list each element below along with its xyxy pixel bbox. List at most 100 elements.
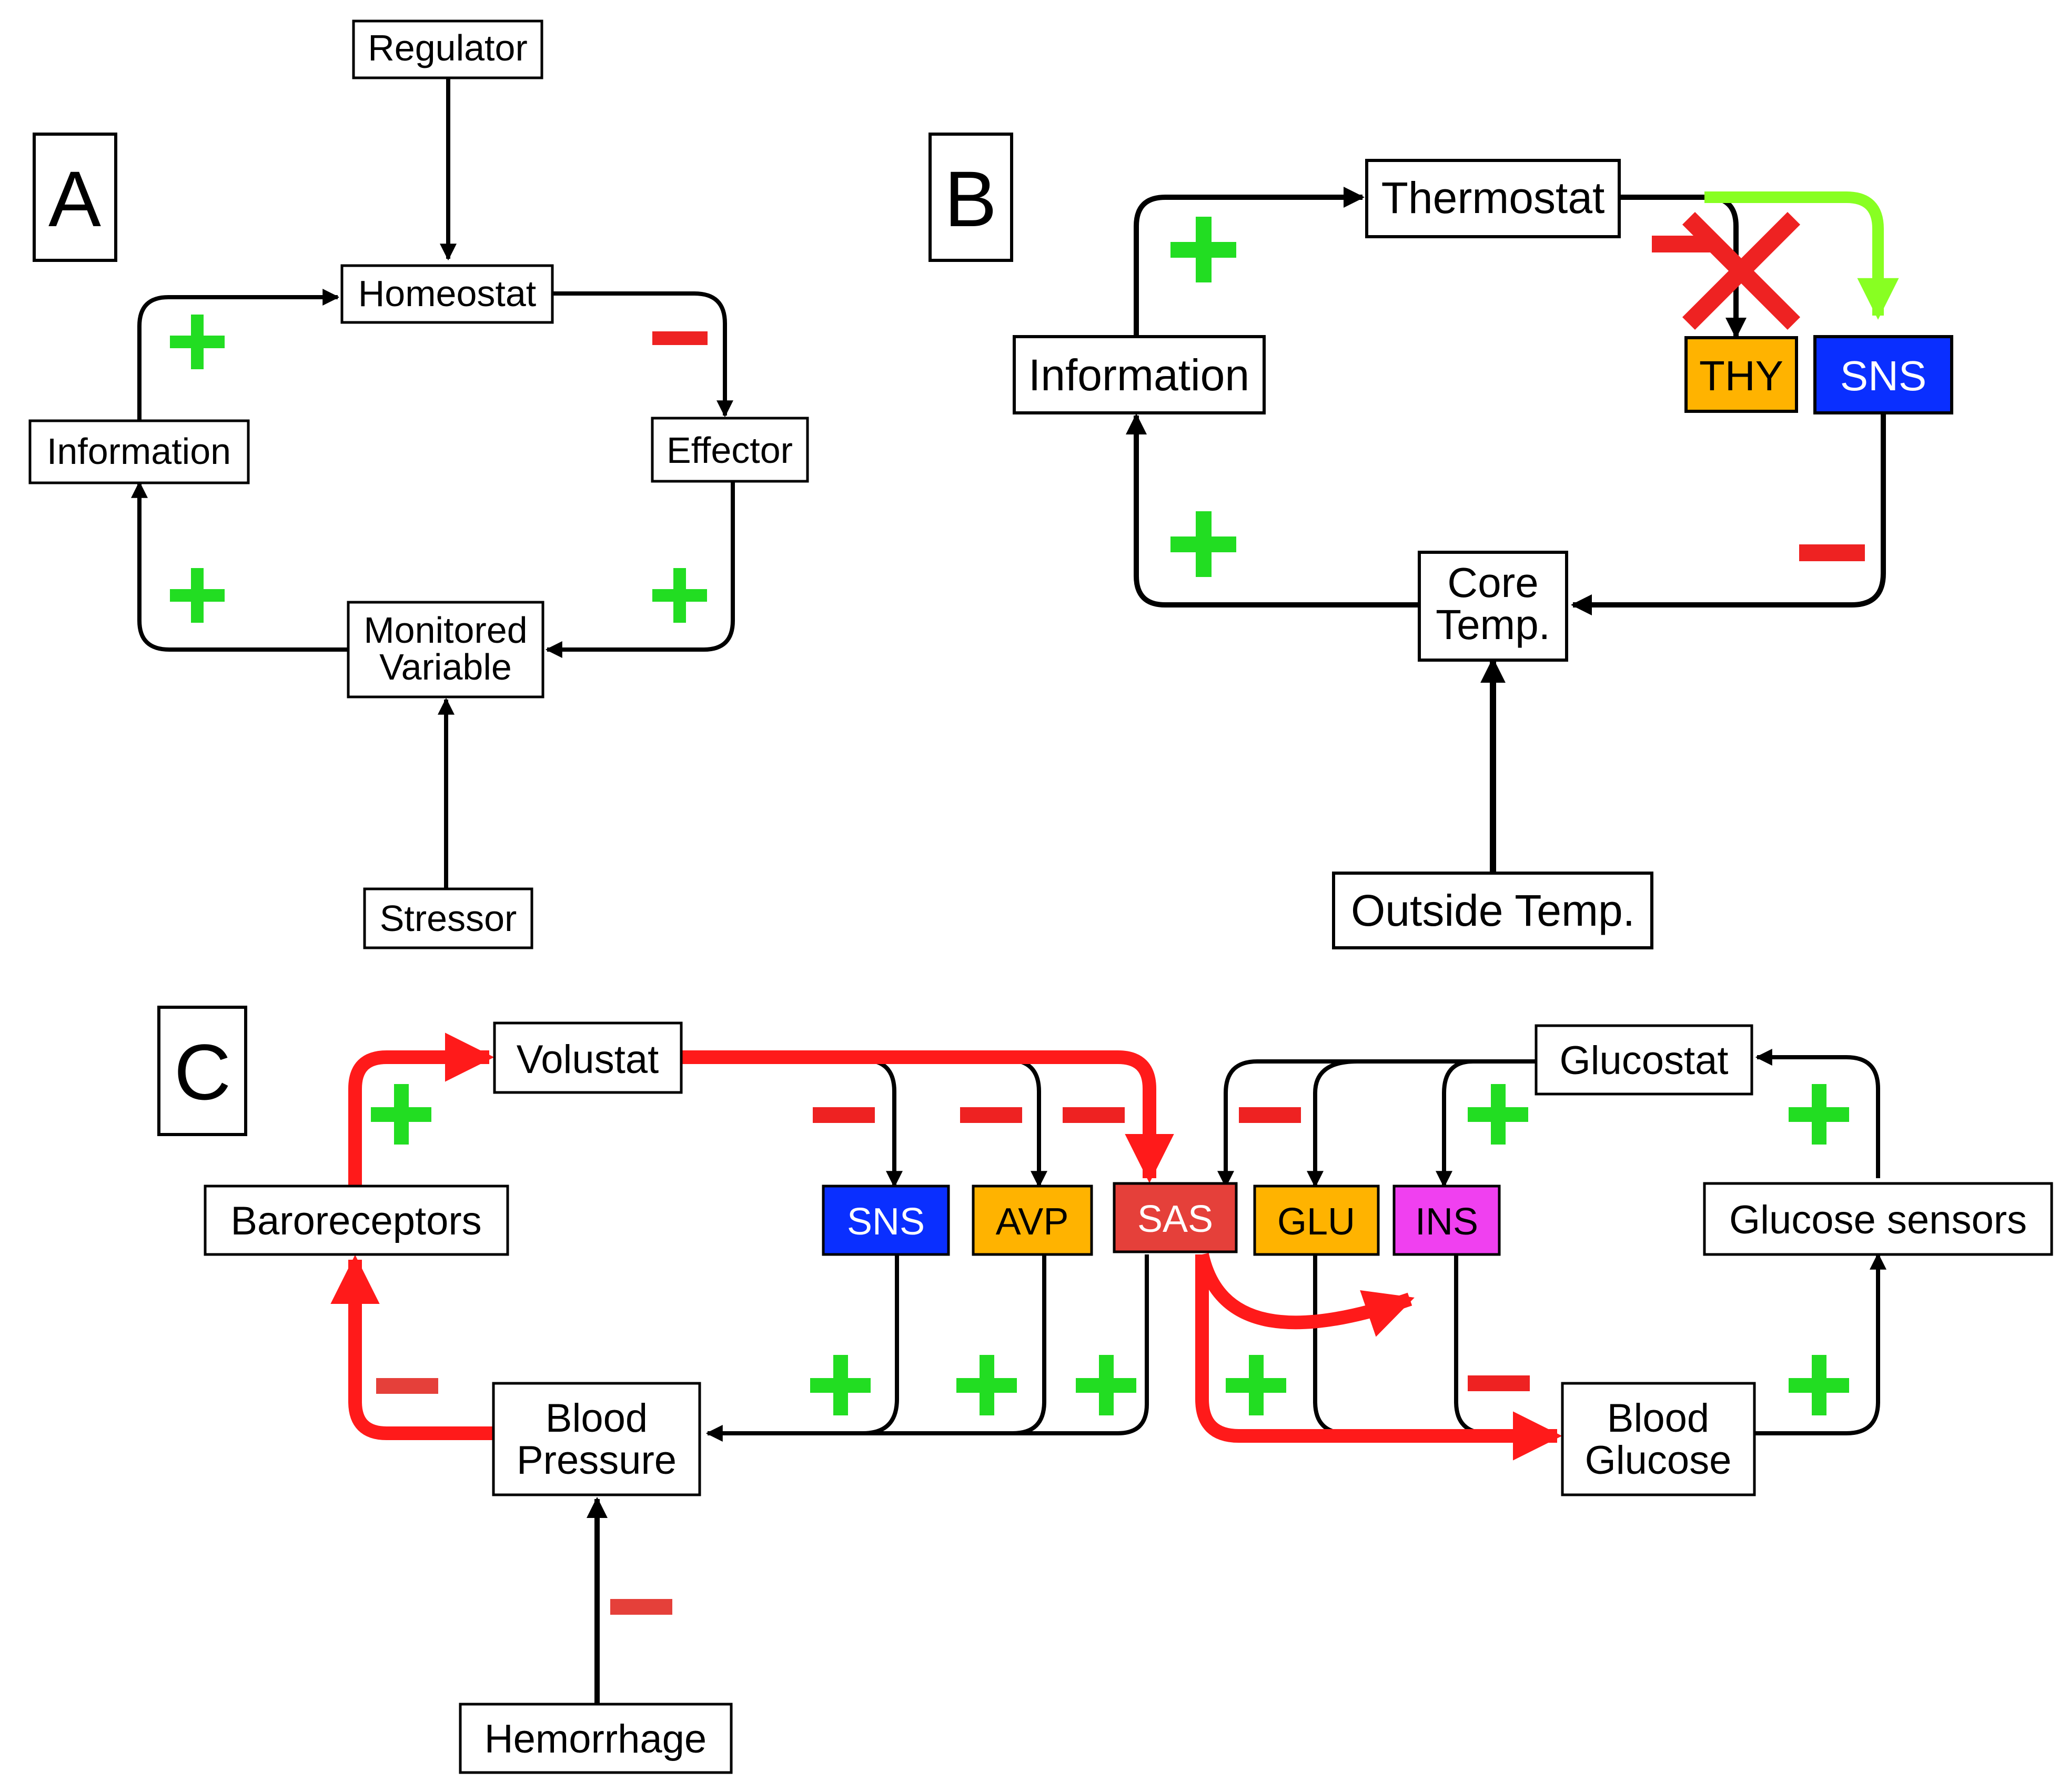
arrow-monitored-information [131,481,348,652]
positive-sign [1170,217,1236,282]
regulator-label: Regulator [368,27,528,68]
monitored-variable-node [347,601,544,698]
negative-sign [960,1107,1022,1123]
volustat-node [493,1021,683,1094]
blood-glucose-node [1561,1382,1756,1496]
arrow-information-thermostat [1134,187,1365,337]
negative-sign [1799,544,1865,561]
arrow-core-temp-information [1126,413,1419,608]
information-label: Information [47,431,231,472]
arrow-homeostat-effector [552,291,733,418]
sns-label: SNS [847,1201,925,1243]
arrow-blood-glucose-sensors [1754,1252,1886,1435]
sns-node [1813,335,1953,414]
negative-sign [1063,1107,1125,1123]
glu-node [1253,1184,1380,1256]
panel-b: B Thermostat Information THY SNS Core Te… [928,133,1953,949]
arrow-avp-blood-pressure [852,1254,1046,1435]
baroreceptors-label: Baroreceptors [230,1199,481,1243]
outside-temp-node [1332,872,1653,949]
arrow-sas-blood-pressure [1002,1254,1149,1435]
core-temp-label-line1: Core [1447,559,1538,606]
blood-pressure-label-line1: Blood [546,1396,648,1441]
monitored-label-line1: Monitored [364,610,527,651]
core-temp-label-line2: Temp. [1436,601,1550,648]
arrow-effector-monitored [545,481,735,658]
arrow-glucostat-sas [1217,1059,1536,1188]
thy-node [1684,336,1798,413]
negative-sign [376,1378,438,1394]
sas-node [1113,1182,1238,1253]
ins-label: INS [1415,1201,1478,1243]
glucostat-label: Glucostat [1559,1038,1728,1083]
hemorrhage-label: Hemorrhage [485,1717,707,1761]
panel-b-label-box [928,133,1013,262]
arrow-thermostat-sns [1704,191,1899,320]
panel-a: A Regulator Homeostat Information Effect… [28,19,809,949]
positive-sign [1468,1084,1528,1145]
effector-node [651,417,809,483]
information-node [1013,335,1266,414]
monitored-label-line2: Variable [379,646,512,687]
volustat-label: Volustat [517,1037,659,1082]
panel-b-label: B [944,155,997,243]
positive-sign [170,568,225,623]
thermostat-label: Thermostat [1381,173,1605,222]
outside-temp-label: Outside Temp. [1351,886,1635,935]
baroreceptors-node [204,1184,509,1256]
positive-sign [371,1084,431,1145]
panel-a-label-box [33,133,117,262]
blood-glucose-label-line1: Blood [1607,1396,1709,1441]
blood-pressure-label-line2: Pressure [517,1438,677,1483]
negative-sign [1239,1107,1301,1123]
sns-label: SNS [1840,352,1927,399]
information-label: Information [1028,350,1249,400]
negative-sign [610,1599,672,1615]
stressor-node [363,887,533,949]
arrow-glucostat-ins [1436,1059,1536,1188]
positive-sign [652,568,707,623]
positive-sign [1076,1355,1136,1415]
hemorrhage-node [459,1703,733,1774]
negative-sign [1468,1375,1530,1391]
arrow-volustat-sas [681,1050,1174,1183]
positive-sign [1226,1355,1286,1415]
panel-c: C [157,1006,2053,1774]
positive-sign [1789,1355,1849,1415]
homeostat-label: Homeostat [358,273,536,314]
block-x-icon [1682,211,1801,330]
sas-label: SAS [1137,1198,1213,1240]
positive-sign [1789,1084,1849,1145]
thermostat-node [1365,159,1621,238]
glu-label: GLU [1277,1201,1355,1243]
arrow-glucostat-glu [1307,1059,1358,1188]
information-node [28,419,250,484]
arrow-sns-blood-pressure [705,1254,899,1442]
arrow-sas-ins [1195,1253,1415,1337]
positive-sign [810,1355,871,1415]
arrow-baroreceptors-volustat [348,1032,494,1186]
negative-sign [813,1107,875,1123]
glucose-sensors-node [1703,1182,2053,1256]
core-temp-node [1418,551,1568,662]
homeostat-node [340,264,554,324]
glucose-sensors-label: Glucose sensors [1729,1198,2027,1242]
arrow-blood-pressure-baroreceptors [330,1254,493,1440]
negative-sign [1652,236,1718,252]
arrow-information-homeostat [137,289,340,421]
blood-glucose-label-line2: Glucose [1585,1438,1732,1483]
effector-label: Effector [667,430,793,471]
regulator-node [352,19,543,79]
blood-pressure-node [492,1382,701,1496]
arrow-thermostat-thy [1619,195,1747,339]
positive-sign [170,315,225,369]
positive-sign [1170,511,1236,577]
arrow-sensors-glucostat [1755,1049,1880,1178]
sns-node [822,1184,950,1256]
negative-sign [652,331,708,345]
glucostat-node [1535,1024,1753,1096]
stressor-label: Stressor [380,898,517,939]
arrow-sns-core-temp [1571,413,1886,615]
panel-a-label: A [48,155,101,243]
